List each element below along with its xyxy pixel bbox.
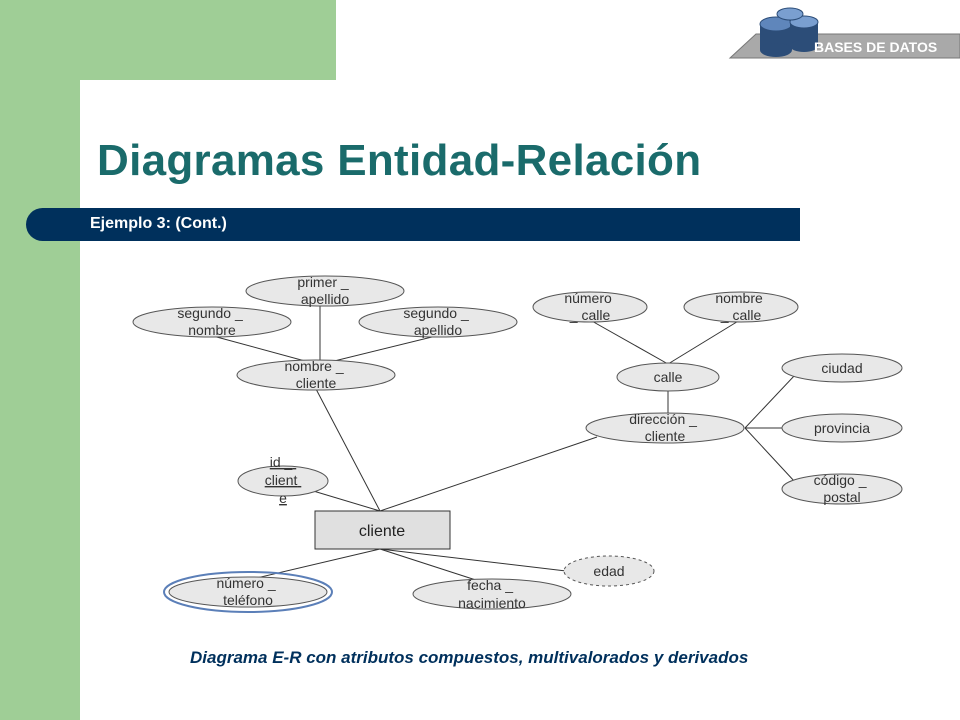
attr-id-cliente-key: id _ client e bbox=[237, 454, 329, 506]
svg-text:primer _ apellido: primer _ apellido bbox=[297, 274, 352, 307]
svg-text:código _ postal: código _ postal bbox=[814, 472, 871, 505]
svg-text:edad: edad bbox=[593, 563, 624, 579]
logo-text: BASES DE DATOS bbox=[814, 39, 937, 55]
attr-provincia: provincia bbox=[781, 413, 903, 443]
attr-codigo-postal: código _ postal bbox=[781, 472, 903, 505]
svg-text:cliente: cliente bbox=[359, 523, 405, 540]
line-numero-telefono bbox=[247, 548, 381, 581]
svg-text:fecha _ nacimiento: fecha _ nacimiento bbox=[458, 577, 526, 611]
green-left-band bbox=[0, 0, 80, 720]
line-edad bbox=[379, 548, 567, 572]
attr-numero-telefono-multivalued: número _ teléfono bbox=[163, 571, 333, 613]
svg-text:segundo _ nombre: segundo _ nombre bbox=[177, 305, 246, 338]
connector-lines bbox=[212, 306, 796, 583]
page-title: Diagramas Entidad-Relación bbox=[97, 136, 702, 185]
svg-text:segundo _ apellido: segundo _ apellido bbox=[403, 305, 472, 338]
attr-segundo-apellido: segundo _ apellido bbox=[358, 305, 518, 338]
entity-cliente: cliente bbox=[314, 510, 451, 550]
rounded-corner bbox=[80, 80, 200, 200]
line-ciudad bbox=[744, 374, 796, 429]
line-segundo-apellido bbox=[321, 335, 437, 365]
attr-numero-calle: número _ calle bbox=[532, 290, 648, 323]
svg-text:calle: calle bbox=[654, 369, 683, 385]
attr-calle: calle bbox=[616, 362, 720, 392]
attr-edad-derived: edad bbox=[563, 555, 655, 587]
svg-text:id _ client e: id _ client e bbox=[265, 454, 302, 506]
line-direccion-cliente bbox=[379, 436, 598, 512]
line-segundo-nombre bbox=[212, 335, 317, 365]
attr-primer-apellido: primer _ apellido bbox=[245, 274, 405, 307]
line-nombre-calle bbox=[667, 319, 741, 365]
attr-nombre-calle: nombre _ calle bbox=[683, 290, 799, 323]
attr-segundo-nombre: segundo _ nombre bbox=[132, 305, 292, 338]
diagram-caption: Diagrama E-R con atributos compuestos, m… bbox=[190, 648, 749, 667]
subtitle-bar: Ejemplo 3: (Cont.) bbox=[26, 208, 800, 241]
svg-text:número _ calle: número _ calle bbox=[564, 290, 615, 323]
attr-nombre-cliente: nombre _ cliente bbox=[236, 358, 396, 391]
svg-text:ciudad: ciudad bbox=[821, 360, 862, 376]
line-nombre-cliente bbox=[315, 388, 381, 512]
line-numero-calle bbox=[589, 319, 669, 365]
database-logo: BASES DE DATOS bbox=[728, 7, 960, 59]
svg-text:nombre _ calle: nombre _ calle bbox=[715, 290, 766, 323]
svg-text:provincia: provincia bbox=[814, 420, 870, 436]
subtitle-text: Ejemplo 3: (Cont.) bbox=[90, 215, 227, 232]
line-fecha-nacimiento bbox=[379, 548, 483, 583]
database-cylinders-icon bbox=[759, 7, 819, 57]
svg-text:dirección _ cliente: dirección _ cliente bbox=[629, 411, 701, 444]
attr-fecha-nacimiento: fecha _ nacimiento bbox=[412, 577, 572, 611]
attr-direccion-cliente: dirección _ cliente bbox=[585, 411, 745, 444]
line-codigo-postal bbox=[744, 427, 796, 483]
attr-ciudad: ciudad bbox=[781, 353, 903, 383]
svg-text:nombre _ cliente: nombre _ cliente bbox=[284, 358, 347, 391]
svg-text:número _ teléfono: número _ teléfono bbox=[216, 575, 279, 608]
